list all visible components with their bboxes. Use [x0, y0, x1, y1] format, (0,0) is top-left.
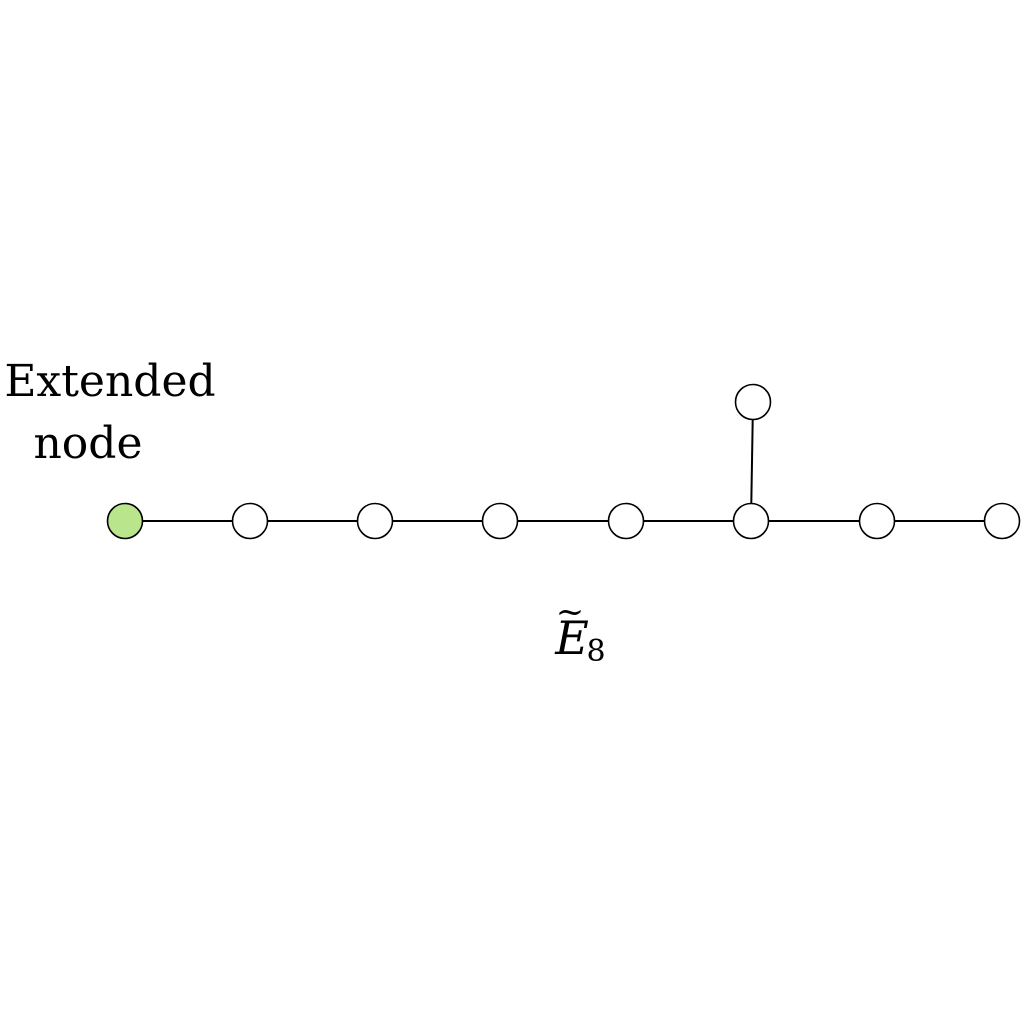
node-n6	[858, 502, 896, 540]
node-n4	[607, 502, 645, 540]
caption-subscript: 8	[586, 634, 605, 669]
node-n7	[983, 502, 1021, 540]
diagram-caption: ~ E 8	[554, 592, 605, 669]
extended-node-label-line1: Extended	[4, 356, 215, 407]
edges-layer	[125, 401, 1002, 522]
caption-letter: E	[554, 611, 589, 665]
edge-n5-n8	[750, 401, 754, 522]
node-n3	[481, 502, 519, 540]
node-n8	[734, 383, 772, 421]
node-n5	[732, 502, 770, 540]
node-n1	[231, 502, 269, 540]
extended-node-label-line2: node	[33, 418, 142, 469]
node-n2	[356, 502, 394, 540]
caption-accent: ~	[556, 592, 585, 632]
nodes-layer	[106, 383, 1021, 540]
extended-node	[106, 502, 144, 540]
